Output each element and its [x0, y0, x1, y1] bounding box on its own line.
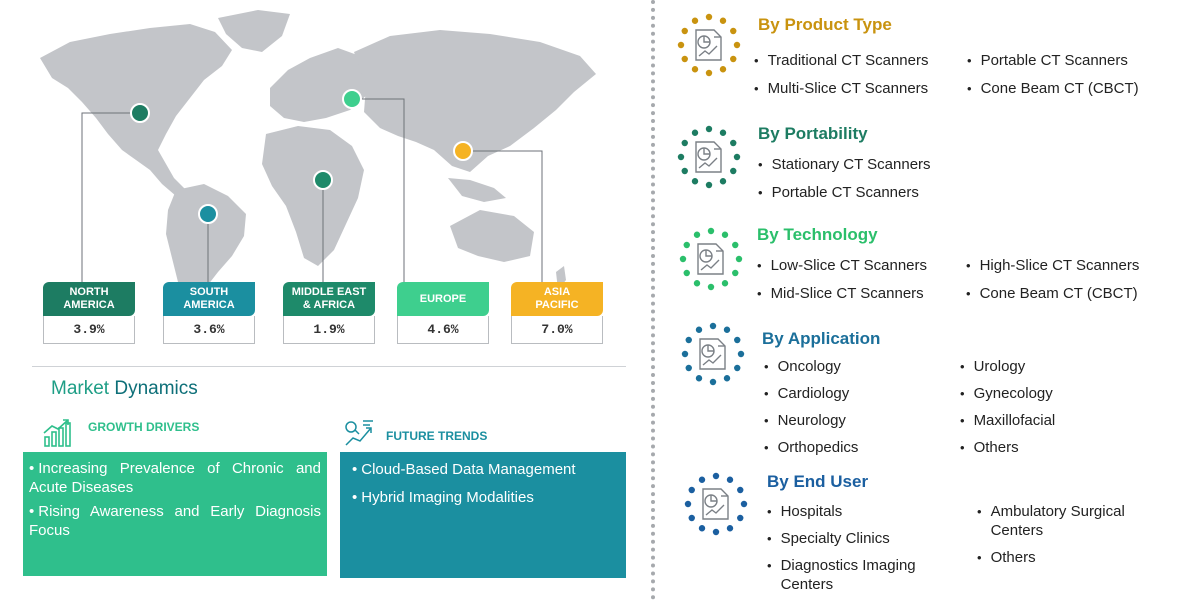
segment-title-application: By Application — [762, 329, 881, 348]
growth-drivers-box: •Increasing Prevalence of Chronic and Ac… — [23, 452, 327, 576]
segment-item: •Low-Slice CT Scanners — [757, 257, 928, 274]
region-growth-value: 1.9% — [283, 316, 375, 344]
segment-item: •Gynecology — [960, 385, 1053, 402]
segment-item: •Orthopedics — [764, 439, 859, 456]
product-type-icon — [677, 13, 741, 77]
segment-title-portability: By Portability — [758, 124, 868, 143]
column-divider — [651, 0, 655, 600]
region-growth-value: 3.9% — [43, 316, 135, 344]
world-map — [40, 10, 596, 326]
growth-drivers-heading: GROWTH DRIVERS — [88, 420, 200, 434]
pin-south-america — [198, 204, 218, 224]
future-trends-heading: FUTURE TRENDS — [386, 429, 488, 443]
segment-item: •Cardiology — [764, 385, 850, 402]
region-card-middle-east-africa: MIDDLE EAST& AFRICA 1.9% — [283, 282, 375, 344]
segment-item: •Traditional CT Scanners — [754, 52, 929, 69]
segment-item: •Neurology — [764, 412, 846, 429]
segment-item: •Others — [977, 549, 1036, 566]
pin-europe — [342, 89, 362, 109]
leader-line-north-america — [81, 112, 140, 282]
region-growth-value: 3.6% — [163, 316, 255, 344]
region-growth-value: 4.6% — [397, 316, 489, 344]
segment-item: •Portable CT Scanners — [967, 52, 1128, 69]
segment-item: •Oncology — [764, 358, 841, 375]
segment-item: •Urology — [960, 358, 1026, 375]
segment-item: •Stationary CT Scanners — [758, 156, 931, 173]
segment-item: •Specialty Clinics — [767, 530, 890, 547]
landmass-asia — [354, 30, 596, 172]
region-label: MIDDLE EAST& AFRICA — [283, 282, 375, 316]
leader-line-asia-pacific — [463, 150, 543, 282]
segment-title-product-type: By Product Type — [758, 15, 892, 34]
end-user-icon — [684, 472, 748, 536]
trend-analytics-icon — [345, 420, 373, 446]
landmass-southeast-asia — [448, 178, 506, 202]
segment-item: •Cone Beam CT (CBCT) — [966, 285, 1138, 302]
landmass-australia — [450, 210, 534, 262]
pin-middle-east-africa — [313, 170, 333, 190]
growth-driver-item: •Rising Awareness and Early Diagnosis Fo… — [29, 503, 321, 539]
landmass-africa — [262, 126, 364, 266]
segment-item: •Cone Beam CT (CBCT) — [967, 80, 1139, 97]
market-dynamics-title: Market Dynamics — [51, 378, 198, 399]
segment-title-technology: By Technology — [757, 225, 878, 244]
application-icon — [681, 322, 745, 386]
future-trend-item: •Hybrid Imaging Modalities — [352, 489, 534, 506]
technology-icon — [679, 227, 743, 291]
future-trend-item: •Cloud-Based Data Management — [352, 461, 576, 478]
portability-icon — [677, 125, 741, 189]
region-card-europe: EUROPE 4.6% — [397, 282, 489, 344]
segment-item: •Hospitals — [767, 503, 843, 520]
segment-item: •High-Slice CT Scanners — [966, 257, 1140, 274]
pin-north-america — [130, 103, 150, 123]
segment-item: •Diagnostics Imaging Centers — [767, 557, 916, 593]
segment-item: •Multi-Slice CT Scanners — [754, 80, 929, 97]
region-label: EUROPE — [397, 282, 489, 316]
segment-item: •Maxillofacial — [960, 412, 1056, 429]
growth-driver-item: •Increasing Prevalence of Chronic and Ac… — [29, 460, 321, 496]
region-growth-value: 7.0% — [511, 316, 603, 344]
segment-item: •Ambulatory Surgical Centers — [977, 503, 1125, 539]
section-divider — [32, 366, 626, 367]
future-trends-box: •Cloud-Based Data Management •Hybrid Ima… — [340, 452, 626, 578]
pin-asia-pacific — [453, 141, 473, 161]
segment-item: •Mid-Slice CT Scanners — [757, 285, 924, 302]
growth-chart-icon — [43, 419, 71, 447]
landmass-greenland — [218, 10, 290, 52]
segment-item: •Others — [960, 439, 1019, 456]
landmass-japan — [486, 96, 502, 124]
leader-line-europe — [352, 98, 405, 282]
segment-item: •Portable CT Scanners — [758, 184, 919, 201]
segment-title-end-user: By End User — [767, 472, 869, 491]
